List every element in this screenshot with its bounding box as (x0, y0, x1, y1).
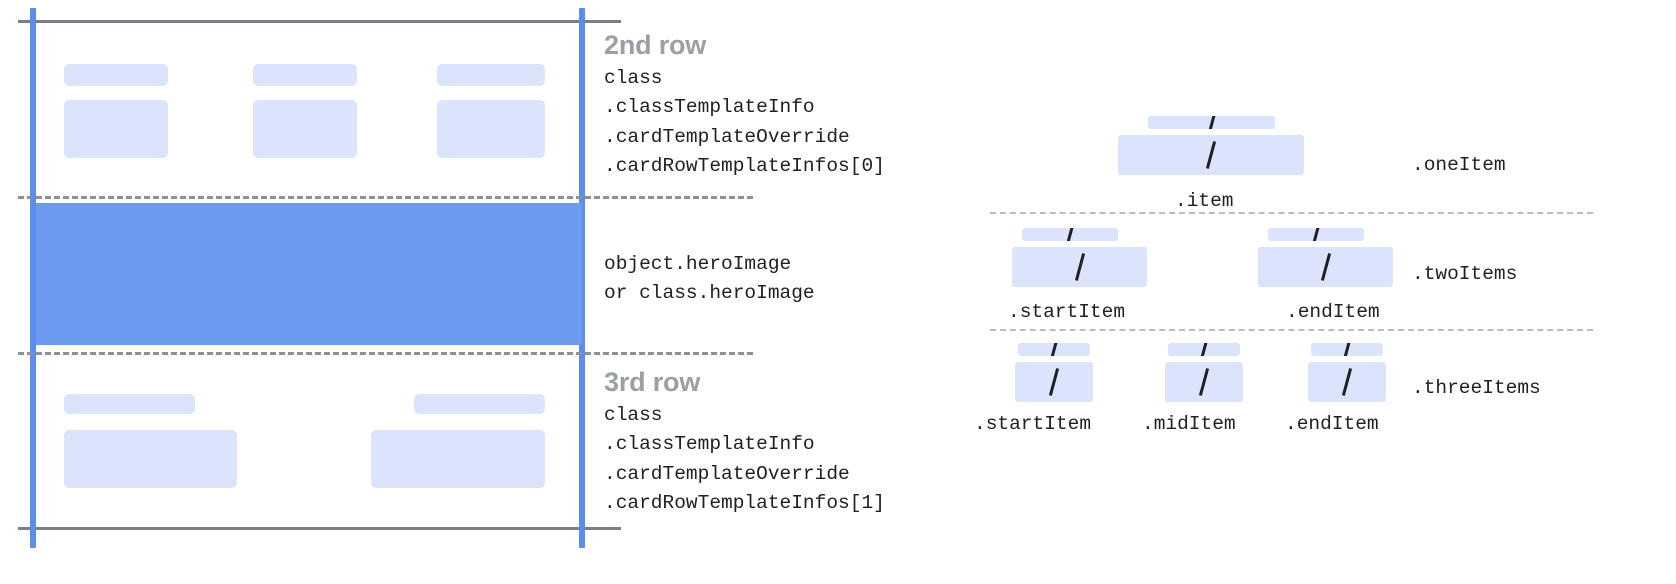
row2-code: class .classTemplateInfo .cardTemplateOv… (604, 67, 885, 177)
legend-group-label-oneitem: .oneItem (1412, 154, 1506, 176)
legend-twoitems-item-1 (1012, 228, 1147, 287)
card-right-guide (579, 8, 585, 548)
row3-col2-label-placeholder (414, 394, 545, 414)
placeholder-bar-large (1258, 247, 1393, 287)
legend-threeitems-item-3 (1308, 343, 1386, 402)
card-template-mock (0, 0, 753, 584)
slash-icon (1066, 228, 1074, 241)
row2-col3-value-placeholder (437, 100, 545, 158)
row2-col3-label-placeholder (437, 64, 545, 86)
slash-icon (1320, 253, 1331, 281)
card-left-guide (30, 8, 36, 548)
placeholder-bar-small (1022, 228, 1118, 241)
legend-group-label-threeitems: .threeItems (1412, 377, 1541, 399)
row2-col1-label-placeholder (64, 64, 168, 86)
placeholder-bar-large (1165, 362, 1243, 402)
slash-icon (1205, 141, 1217, 169)
legend-caption-twoitems-start: .startItem (1008, 301, 1126, 323)
legend-caption-threeitems-mid: .midItem (1142, 413, 1236, 435)
placeholder-bar-small (1268, 228, 1364, 241)
card-top-border (18, 20, 621, 23)
placeholder-bar-large (1118, 135, 1304, 175)
hero-code: object.heroImage or class.heroImage (604, 253, 815, 305)
legend-group-label-twoitems: .twoItems (1412, 263, 1518, 285)
row2-hero-divider (18, 196, 753, 199)
placeholder-bar-small (1168, 343, 1240, 356)
slash-icon (1343, 343, 1351, 356)
row2-col2-label-placeholder (253, 64, 357, 86)
hero-image-area (36, 203, 582, 345)
legend-oneitem-item-1 (1118, 116, 1304, 175)
placeholder-bar-large (1308, 362, 1386, 402)
legend-twoitems-item-2 (1258, 228, 1393, 287)
placeholder-bar-small (1311, 343, 1383, 356)
row3-col1-value-placeholder (64, 430, 237, 488)
row3-code: class .classTemplateInfo .cardTemplateOv… (604, 404, 885, 514)
legend-divider-1 (990, 212, 1593, 214)
row2-col2-value-placeholder (253, 100, 357, 158)
item-layout-legend: .item .oneItem .startItem .endItem .twoI… (960, 0, 1676, 584)
slash-icon (1198, 368, 1210, 396)
row3-col1-label-placeholder (64, 394, 195, 414)
placeholder-bar-small (1148, 116, 1275, 129)
row2-annotation: 2nd row class .classTemplateInfo .cardTe… (604, 30, 885, 181)
legend-caption-threeitems-start: .startItem (974, 413, 1092, 435)
placeholder-bar-large (1015, 362, 1093, 402)
slash-icon (1074, 253, 1085, 281)
placeholder-bar-small (1018, 343, 1090, 356)
slash-icon (1312, 228, 1320, 241)
slash-icon (1208, 116, 1215, 129)
row3-annotation: 3rd row class .classTemplateInfo .cardTe… (604, 367, 885, 518)
hero-annotation: object.heroImage or class.heroImage (604, 250, 815, 309)
slash-icon (1050, 343, 1058, 356)
slash-icon (1341, 368, 1353, 396)
hero-row3-divider (18, 352, 753, 355)
slash-icon (1200, 343, 1208, 356)
placeholder-bar-large (1012, 247, 1147, 287)
legend-caption-oneitem-item: .item (1175, 190, 1234, 212)
row3-col2-value-placeholder (371, 430, 545, 488)
row3-title: 3rd row (604, 367, 701, 397)
row2-title: 2nd row (604, 30, 707, 60)
legend-caption-twoitems-end: .endItem (1286, 301, 1380, 323)
legend-threeitems-item-1 (1015, 343, 1093, 402)
legend-threeitems-item-2 (1165, 343, 1243, 402)
slash-icon (1048, 368, 1060, 396)
legend-divider-2 (990, 329, 1593, 331)
card-bottom-border (18, 527, 621, 530)
legend-caption-threeitems-end: .endItem (1285, 413, 1379, 435)
row2-col1-value-placeholder (64, 100, 168, 158)
